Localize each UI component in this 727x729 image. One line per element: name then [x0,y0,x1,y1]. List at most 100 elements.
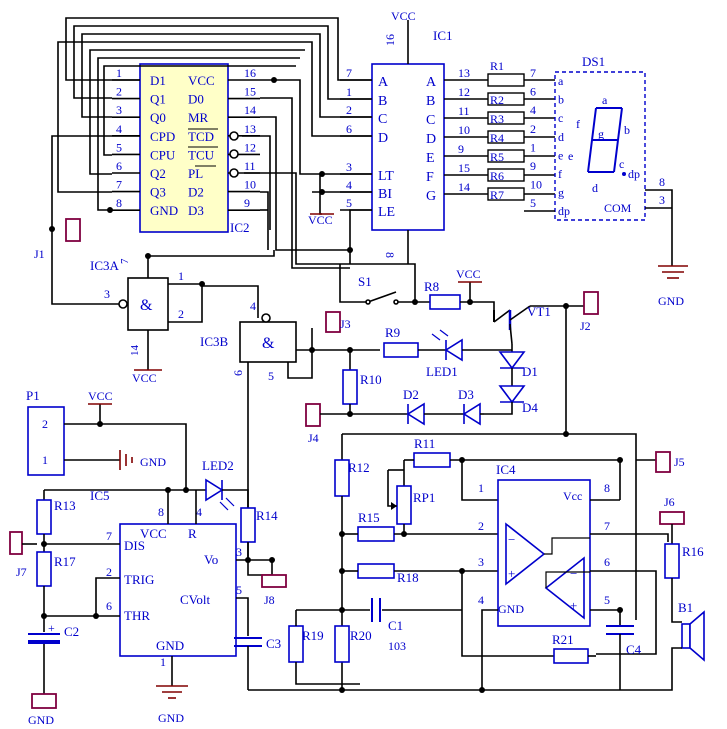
vcc-ic1-label: VCC [308,213,333,227]
vcc-p1-label: VCC [88,389,113,403]
ic5-num-2: 2 [106,565,112,579]
ic1-in-d: D [378,131,388,146]
ic2-right-num-11: 11 [244,159,256,173]
gnd-ic5: GND [156,685,188,725]
r20-label: R20 [350,628,372,643]
p1-body [27,406,65,476]
ds1-ref: DS1 [582,54,605,69]
ic4-pin-8: 8 [604,481,610,495]
ds1-num-5: 5 [530,196,536,210]
r15-label: R15 [358,510,380,525]
resistor-label-r4: R4 [490,131,504,145]
gnd-ds1-label: GND [658,294,684,308]
ds1-num-7: 7 [530,66,536,80]
ic5-pin-trig: TRIG [124,572,154,587]
gnd-ds1: GND [658,265,688,308]
diode-d2: D2 [403,387,425,426]
led2: LED2 [202,458,235,511]
ic3a-body [127,277,169,331]
ic1-left-num-5: 5 [346,196,352,210]
r17-label: R17 [54,554,76,569]
ic4-pin-3: 3 [478,555,484,569]
ic1-in-a: A [378,75,389,90]
ic2-pin-q3: Q3 [150,185,166,200]
ic3b-body [239,321,297,363]
r11-label: R11 [414,436,435,451]
ds1-pin-dp: dp [558,204,570,218]
ic3b-ref: IC3B [200,334,229,349]
ds1-num-4: 4 [530,103,536,117]
c1-label: C1 [388,618,403,633]
resistor-label-r5: R5 [490,150,504,164]
gnd-left-label: GND [28,713,54,727]
ds1-num-9: 9 [530,159,536,173]
ic1-right-num-9: 9 [458,142,464,156]
capacitor-c4: C4 [606,625,642,690]
seg-e: e [568,149,573,163]
c3-label: C3 [266,636,281,651]
r13 [36,499,52,535]
ic1-right-num-14: 14 [458,180,470,194]
d1-label: D1 [522,364,538,379]
ic2-pin-d3: D3 [188,203,204,218]
j4-label: J4 [308,431,319,445]
ic1-right-num-10: 10 [458,123,470,137]
ic1-right-num-13: 13 [458,66,470,80]
ic1-left-num-6: 6 [346,122,352,136]
ic1-vcc-pin: 16 [383,34,397,46]
resistor-label-r6: R6 [490,169,504,183]
ic1-right-num-12: 12 [458,85,470,99]
svg-text:+: + [508,566,515,581]
ic5-pin-gnd: GND [156,638,184,653]
j6-label: J6 [664,495,675,509]
ic1-out-b: B [426,94,435,109]
ic4-pin-6: 6 [604,555,610,569]
r18-label: R18 [397,570,419,585]
ic1-left-num-7: 7 [346,66,352,80]
b1-label: B1 [678,600,693,615]
resistor-label-r3: R3 [490,112,504,126]
ds1-pin-g: g [558,186,564,200]
j7-jumper [9,531,23,555]
resistor-label-r7: R7 [490,188,504,202]
b1-body [681,623,691,649]
ic5-pin-r: R [188,526,197,541]
ds1-com-num-3: 3 [659,193,665,207]
ic5-num-1: 1 [160,655,166,669]
p1-pin-2: 2 [42,417,48,431]
ic2-right-num-13: 13 [244,122,256,136]
ic4-pin-4: 4 [478,593,484,607]
ic4-gnd: GND [498,602,524,616]
ic4-vcc: Vcc [563,489,582,503]
ic2-left-num-8: 8 [116,196,122,210]
ic2-right-num-10: 10 [244,178,256,192]
transistor-vt1: VT1 [493,303,590,434]
seg-b: b [624,123,630,137]
ic5-pin-dis: DIS [124,538,145,553]
gnd-ic5-label: GND [158,711,184,725]
r14 [240,507,256,543]
ic2-body [139,63,229,233]
capacitor-c1: C1 103 [371,598,406,653]
p1-pin-1: 1 [42,453,48,467]
led1-label: LED1 [426,364,458,379]
r21-label: R21 [552,632,574,647]
r16-label: R16 [682,544,704,559]
connector-p1: P1 2 1 GND VCC [26,388,187,490]
r10-label: R10 [360,372,382,387]
r9-label: R9 [385,325,400,340]
ic1-in-b: B [378,94,387,109]
led1: LED1 [426,329,463,379]
ic5-pin-cvolt: CVolt [180,592,210,607]
j5-label: J5 [674,455,685,469]
ic5-pin-vcc: VCC [140,526,167,541]
ic1-left-num-1: 1 [346,85,352,99]
ic1-ref: IC1 [433,28,453,43]
ic3a-pin-14: 14 [129,345,141,357]
ic1-right-num-11: 11 [458,104,470,118]
ic5: IC5 VCC R DIS TRIG THR Vo CVolt GND 8 4 … [44,487,273,686]
seg-f: f [576,117,580,131]
